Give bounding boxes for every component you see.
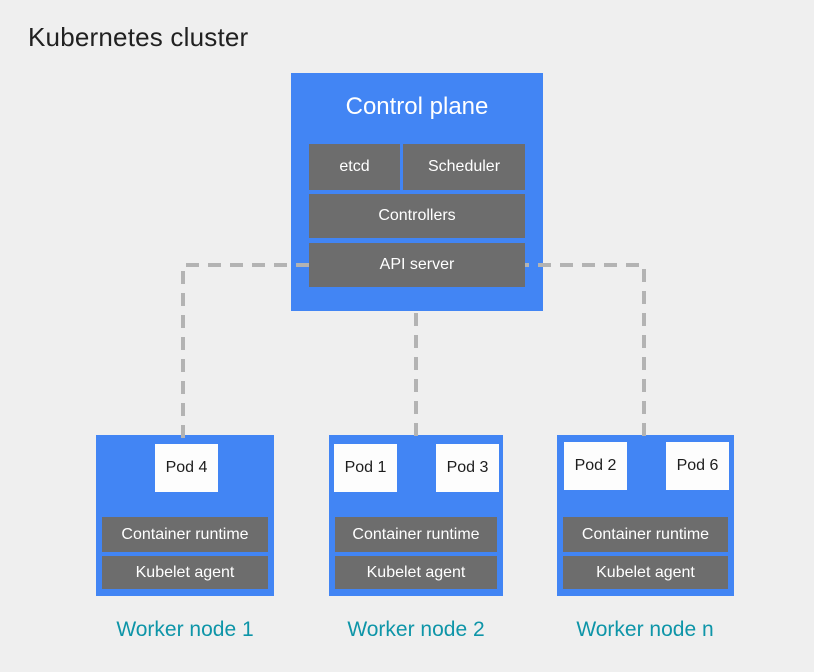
control-plane-title: Control plane [345, 93, 489, 120]
worker-node-1-box: Pod 4 Container runtime Kubelet agent [96, 435, 274, 596]
pod-box: Pod 3 [436, 444, 499, 492]
kubelet-agent-box: Kubelet agent [335, 556, 497, 589]
worker-node-1-label: Worker node 1 [116, 618, 254, 641]
diagram-title: Kubernetes cluster [28, 22, 249, 52]
kubelet-agent-box: Kubelet agent [102, 556, 268, 589]
pod-box: Pod 1 [334, 444, 397, 492]
container-runtime-box: Container runtime [335, 517, 497, 552]
etcd-box: etcd [309, 144, 400, 190]
worker-node-n-label: Worker node n [576, 618, 714, 641]
worker-node-2-box: Pod 1 Pod 3 Container runtime Kubelet ag… [329, 435, 503, 596]
scheduler-box: Scheduler [403, 144, 525, 190]
pod-box: Pod 4 [155, 444, 218, 492]
control-plane-box: Control plane etcd Scheduler Controllers… [291, 73, 543, 311]
worker-node-2-label: Worker node 2 [347, 618, 485, 641]
kubelet-agent-box: Kubelet agent [563, 556, 728, 589]
pod-box: Pod 6 [666, 442, 729, 490]
api-server-box: API server [309, 243, 525, 287]
pod-box: Pod 2 [564, 442, 627, 490]
controllers-box: Controllers [309, 194, 525, 238]
worker-node-n-box: Pod 2 Pod 6 Container runtime Kubelet ag… [557, 435, 734, 596]
container-runtime-box: Container runtime [102, 517, 268, 552]
container-runtime-box: Container runtime [563, 517, 728, 552]
